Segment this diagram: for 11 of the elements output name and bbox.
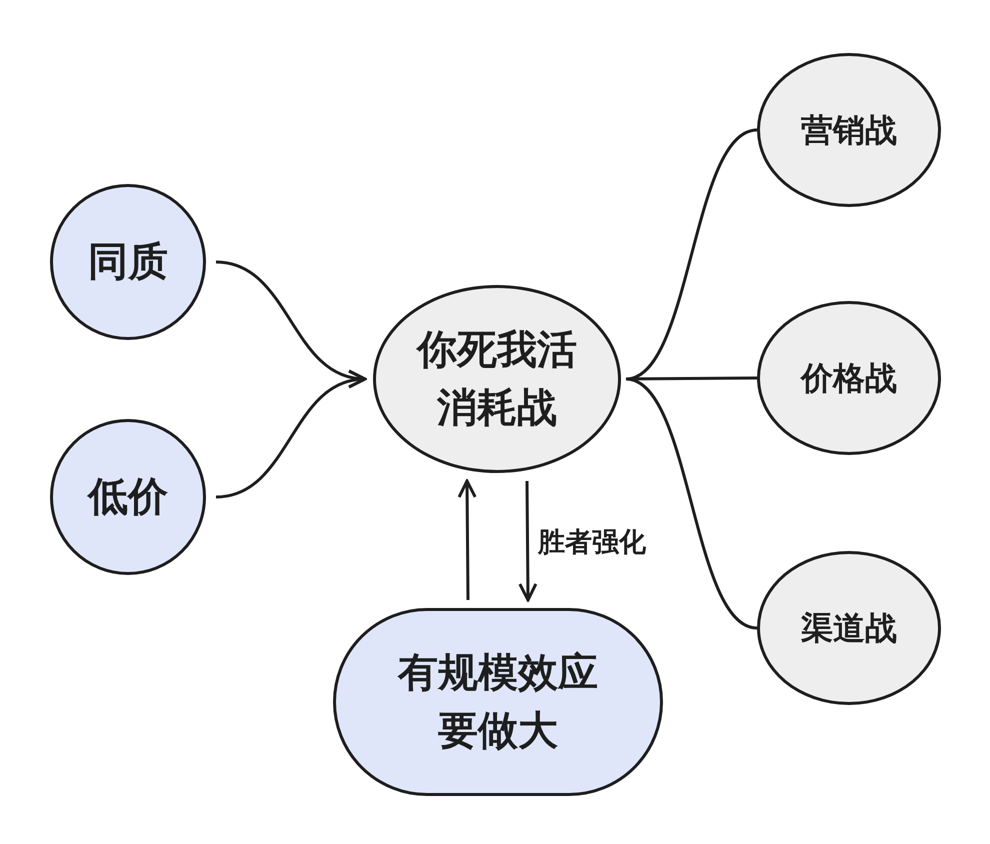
node-label: 有规模效应要做大: [396, 649, 599, 756]
arrow: [216, 372, 366, 498]
node-label: 低价: [86, 473, 169, 522]
node-label: 同质: [87, 238, 169, 287]
connector-line: [626, 378, 758, 630]
node-label: 你死我活消耗战: [414, 326, 578, 433]
node-label: 渠道战: [800, 608, 898, 649]
node-label: 价格战: [799, 358, 898, 399]
node-label: 营销战: [800, 110, 898, 151]
arrow: [458, 480, 477, 600]
arrow: [518, 480, 538, 602]
